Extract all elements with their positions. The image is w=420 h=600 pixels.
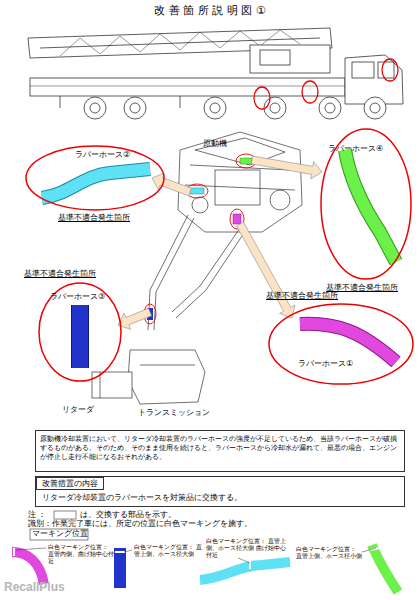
defect-location: 基準不適合発生箇所 [266,291,338,300]
ellipse-outline [268,303,414,385]
hose-marker [144,154,256,324]
marking-note: 白色マーキング位置： 直管内側、曲げ始中心付近 [48,543,114,565]
box-heading: 改善措置の内容 [36,477,104,490]
page-title: 改 善 箇 所 説 明 図 ① [0,3,420,18]
text-box: 原動機冷却装置において、リターダ冷却装置のラバーホースの強度が不足しているため、… [35,430,405,472]
sample-box [54,511,76,519]
marking-note: 白色マーキング位置： 直管上側、ホース径大側 曲げ始中心付近 [206,537,288,559]
block-arrow [251,156,322,179]
ellipse-outline [269,304,413,384]
block-arrow [237,222,295,318]
node-text: ラバーホース② [75,150,130,160]
block-arrow [118,156,322,329]
rubber-hose [42,150,396,368]
location-circle [254,59,398,109]
defect-location: 基準不適合発生箇所 [326,283,398,292]
node-text: ラバーホース③ [50,292,105,302]
part-name: 原動機 [203,139,227,149]
section-heading: マーキング位置 [32,529,88,538]
heading-frame [30,529,88,540]
callout-ellipse: ラバーホース④ [320,128,412,280]
watermark: RecallPlus [4,580,65,594]
block-arrow [118,308,152,329]
ellipse-outline [39,283,121,381]
callout-ellipse: ラバーホース① [268,303,414,385]
defect-location: 基準不適合発生箇所 [24,269,96,278]
callout-ellipse: ラバーホース③ [38,282,122,382]
callout-ellipse: ラバーホース② [25,145,165,211]
node-text: ラバーホース④ [328,144,383,154]
engine-drawing [92,132,302,404]
note-text: 識別：作業完了車には、所定の位置に白色マーキングを施す。 [28,519,252,528]
node-text: リターダ冷却装置のラバーホースを対策品に交換する。 [42,493,397,502]
defect-location: 基準不適合発生箇所 [58,213,130,222]
note-text: 注 ： [28,510,46,519]
marking-note: 白色マーキング位置： 直管上側、ホース径小側 [296,545,362,559]
node-text: ラバーホース① [298,359,353,369]
node-text: 原動機冷却装置において、リターダ冷却装置のラバーホースの強度が不足しているため、… [40,434,400,461]
part-name: リターダ [62,405,94,415]
note-text: は、交換する部品を示す。 [80,510,176,519]
crane-truck [28,28,403,119]
text-box: 改善措置の内容リターダ冷却装置のラバーホースを対策品に交換する。 [35,476,405,507]
marking-note: 白色マーキング位置： 直管上側、ホース径大側 [134,543,202,557]
ellipse-outline [26,146,164,210]
ellipse-outline [321,129,411,279]
part-name: トランスミッション [138,408,210,418]
